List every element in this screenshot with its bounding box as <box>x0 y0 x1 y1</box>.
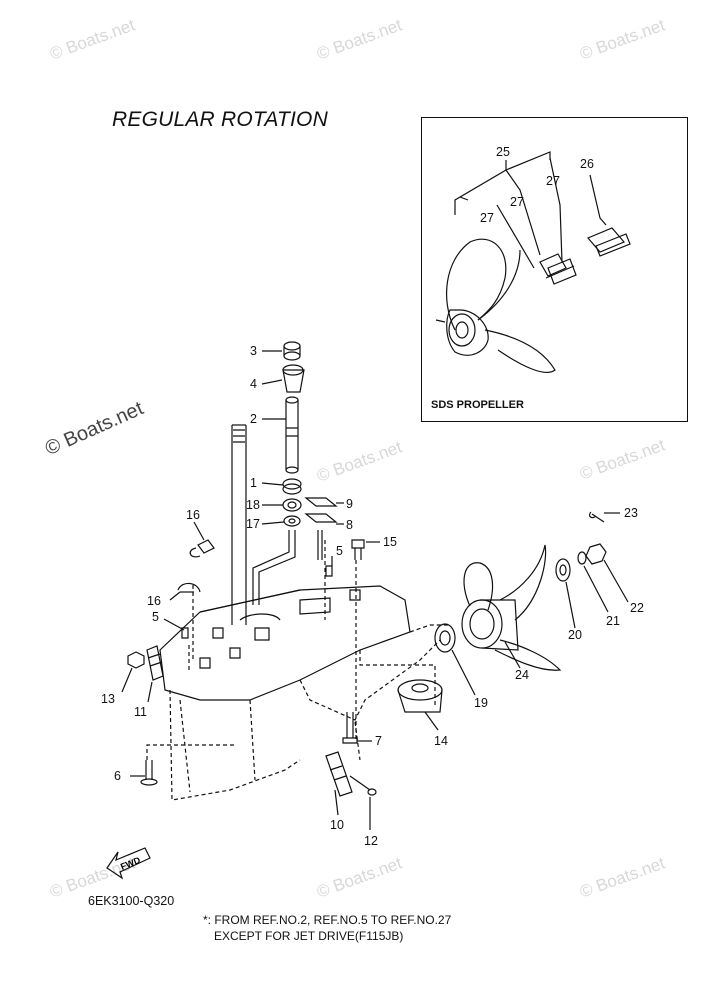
callout-13: 13 <box>101 692 115 706</box>
callout-7: 7 <box>375 734 382 748</box>
callout-9: 9 <box>346 497 353 511</box>
callout-27: 27 <box>546 174 560 188</box>
callout-6: 6 <box>114 769 121 783</box>
callout-4: 4 <box>250 377 257 391</box>
diagram-title: REGULAR ROTATION <box>112 108 328 131</box>
callout-26: 26 <box>580 157 594 171</box>
footnote-line-1: *: FROM REF.NO.2, REF.NO.5 TO REF.NO.27 <box>203 913 452 927</box>
callout-16: 16 <box>186 508 200 522</box>
callout-15: 15 <box>383 535 397 549</box>
callout-2: 2 <box>250 412 257 426</box>
callout-19: 19 <box>474 696 488 710</box>
callout-10: 10 <box>330 818 344 832</box>
footnote: *: FROM REF.NO.2, REF.NO.5 TO REF.NO.27 … <box>203 912 451 944</box>
part-code: 6EK3100-Q320 <box>88 894 175 908</box>
callout-3: 3 <box>250 344 257 358</box>
callout-11: 11 <box>134 705 147 719</box>
callout-18: 18 <box>246 498 260 512</box>
callout-17: 17 <box>246 517 260 531</box>
callout-23: 23 <box>624 506 638 520</box>
inset-label: SDS PROPELLER <box>431 399 524 411</box>
callout-24: 24 <box>515 668 529 682</box>
callout-21: 21 <box>606 614 620 628</box>
callout-25: 25 <box>496 145 510 159</box>
callout-1: 1 <box>250 476 257 490</box>
sds-propeller-drawing <box>435 151 631 374</box>
callout-20: 20 <box>568 628 582 642</box>
callout-12: 12 <box>364 834 378 848</box>
sds-propeller-inset <box>421 117 688 422</box>
callout-8: 8 <box>346 518 353 532</box>
callout-22: 22 <box>630 601 644 615</box>
callout-14: 14 <box>434 734 448 748</box>
callout-27: 27 <box>510 195 524 209</box>
callout-5: 5 <box>152 610 159 624</box>
footnote-line-2: EXCEPT FOR JET DRIVE(F115JB) <box>214 929 404 943</box>
callout-27: 27 <box>480 211 494 225</box>
callout-16: 16 <box>147 594 161 608</box>
callout-5: 5 <box>336 544 343 558</box>
